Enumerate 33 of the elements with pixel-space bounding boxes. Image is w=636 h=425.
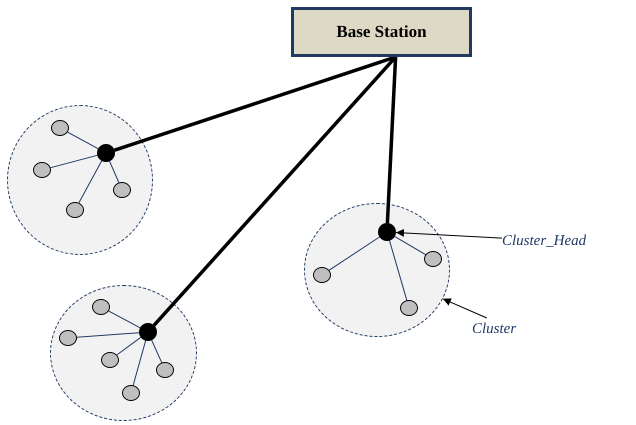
cluster-head-dot bbox=[139, 323, 157, 341]
link-line bbox=[394, 236, 426, 256]
sensor-node bbox=[156, 362, 174, 378]
sensor-node bbox=[51, 120, 69, 136]
sensor-node bbox=[101, 352, 119, 368]
link-line bbox=[151, 340, 162, 364]
sensor-node bbox=[92, 299, 110, 315]
sensor-node bbox=[33, 162, 51, 178]
link-line bbox=[116, 336, 142, 356]
link-line bbox=[108, 310, 141, 328]
sensor-node bbox=[59, 330, 77, 346]
sensor-node bbox=[424, 251, 442, 267]
callout-label: Cluster_Head bbox=[502, 230, 612, 252]
link-line bbox=[50, 154, 98, 168]
sensor-node bbox=[66, 202, 84, 218]
cluster-head-dot bbox=[378, 223, 396, 241]
link-line bbox=[389, 240, 408, 301]
link-line bbox=[76, 332, 140, 338]
link-line bbox=[109, 160, 120, 183]
sensor-node bbox=[113, 182, 131, 198]
link-line bbox=[132, 340, 146, 386]
callout-label: Cluster bbox=[472, 318, 552, 340]
link-line bbox=[67, 132, 99, 150]
sensor-node bbox=[400, 300, 418, 316]
link-line bbox=[328, 236, 380, 271]
sensor-node bbox=[122, 385, 140, 401]
link-line bbox=[78, 160, 102, 204]
link-line bbox=[386, 56, 398, 224]
cluster-head-dot bbox=[97, 144, 115, 162]
sensor-node bbox=[313, 267, 331, 283]
leader-arrow bbox=[396, 228, 502, 239]
leader-arrow bbox=[442, 298, 488, 318]
base-station-box: Base Station bbox=[291, 7, 472, 57]
